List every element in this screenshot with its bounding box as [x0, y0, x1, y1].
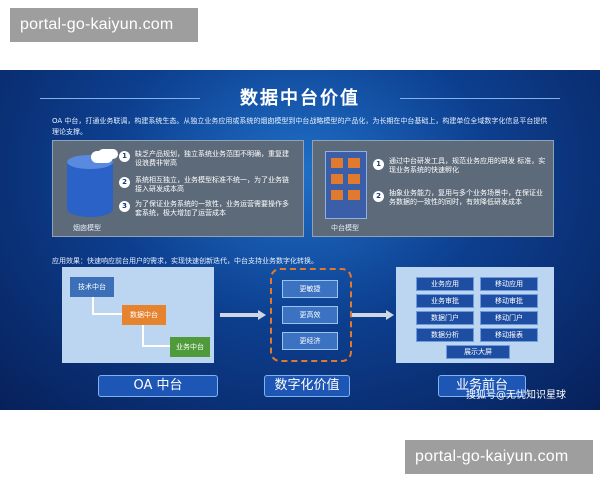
title-divider-right: [400, 98, 560, 99]
stack-icon: [325, 151, 367, 219]
cloud-icon: [91, 151, 113, 163]
apply-effect-text: 应用效果：快速响应前台用户的需求，实现快速创新迭代，中台支持业务数字化转换。: [52, 257, 318, 265]
chimney-model-panel: 烟囱模型 1 缺乏产品规划，独立系统业务范围不明确，重复建设浪费非常高 2 系统…: [52, 140, 304, 237]
cylinder-icon: [67, 151, 113, 219]
title-divider-left: [40, 98, 200, 99]
middle-platform-model-panel: 中台模型 1 通过中台研发工具，规范业务应用的研发 标准，实现业务系统的快速孵化…: [312, 140, 554, 237]
node-business-platform: 业务中台: [170, 337, 210, 357]
label-digital-value: 数字化价值: [264, 375, 350, 397]
app-tile: 移动门户: [480, 311, 538, 325]
source-credit: 搜狐号@无忧知识星球: [466, 390, 566, 401]
number-badge: 2: [373, 191, 384, 202]
number-badge: 2: [119, 177, 130, 188]
number-badge: 1: [373, 159, 384, 170]
app-tile: 展示大屏: [446, 345, 510, 359]
arrow-right-icon: [352, 310, 394, 320]
watermark-top: portal-go-kaiyun.com: [10, 8, 198, 42]
app-tile: 移动应用: [480, 277, 538, 291]
business-frontend-grid: 业务应用 移动应用 业务审批 移动审批 数据门户 移动门户 数据分析 移动报表 …: [396, 267, 554, 363]
app-tile: 数据分析: [416, 328, 474, 342]
value-more-agile: 更敏捷: [282, 280, 338, 298]
panel-label-middle-platform: 中台模型: [331, 224, 359, 232]
oa-platform-diagram: 技术中台 数据中台 业务中台: [62, 267, 214, 363]
app-tile: 移动报表: [480, 328, 538, 342]
arrow-right-icon: [220, 310, 266, 320]
app-tile: 移动审批: [480, 294, 538, 308]
connector: [142, 325, 170, 347]
app-tile: 业务审批: [416, 294, 474, 308]
value-more-efficient: 更高效: [282, 306, 338, 324]
point-text: 抽象业务能力，复用与多个业务场景中，在保证业务数据的一致性的同时，有效降低研发成…: [389, 189, 543, 206]
label-business-frontend: 业务前台: [438, 375, 526, 397]
slide-image: 数据中台价值 OA 中台，打通业务联调，构建系统生态。从独立业务应用或系统的烟囱…: [0, 70, 600, 410]
digital-value-group: 更敏捷 更高效 更经济: [270, 268, 352, 362]
watermark-bottom: portal-go-kaiyun.com: [405, 440, 593, 474]
app-tile: 业务应用: [416, 277, 474, 291]
slide-title: 数据中台价值: [240, 88, 360, 109]
number-badge: 1: [119, 151, 130, 162]
value-more-economical: 更经济: [282, 332, 338, 350]
app-tile: 数据门户: [416, 311, 474, 325]
point-text: 系统相互独立，业务模型标准不统一，为了业务链接入研发成本高: [135, 176, 289, 193]
point-text: 为了保证业务系统的一致性，业务运营需要操作多套系统，极大增加了运营成本: [135, 200, 289, 217]
node-data-platform: 数据中台: [122, 305, 166, 325]
point-text: 通过中台研发工具，规范业务应用的研发 标准，实现业务系统的快速孵化: [389, 157, 546, 174]
connector: [92, 297, 122, 315]
intro-text: OA 中台，打通业务联调，构建系统生态。从独立业务应用或系统的烟囱模型到中台战略…: [52, 117, 548, 136]
panel-label-chimney: 烟囱模型: [73, 224, 101, 232]
label-oa-platform: OA 中台: [98, 375, 218, 397]
point-text: 缺乏产品规划，独立系统业务范围不明确，重复建设浪费非常高: [135, 150, 289, 167]
node-tech-platform: 技术中台: [70, 277, 114, 297]
number-badge: 3: [119, 201, 130, 212]
